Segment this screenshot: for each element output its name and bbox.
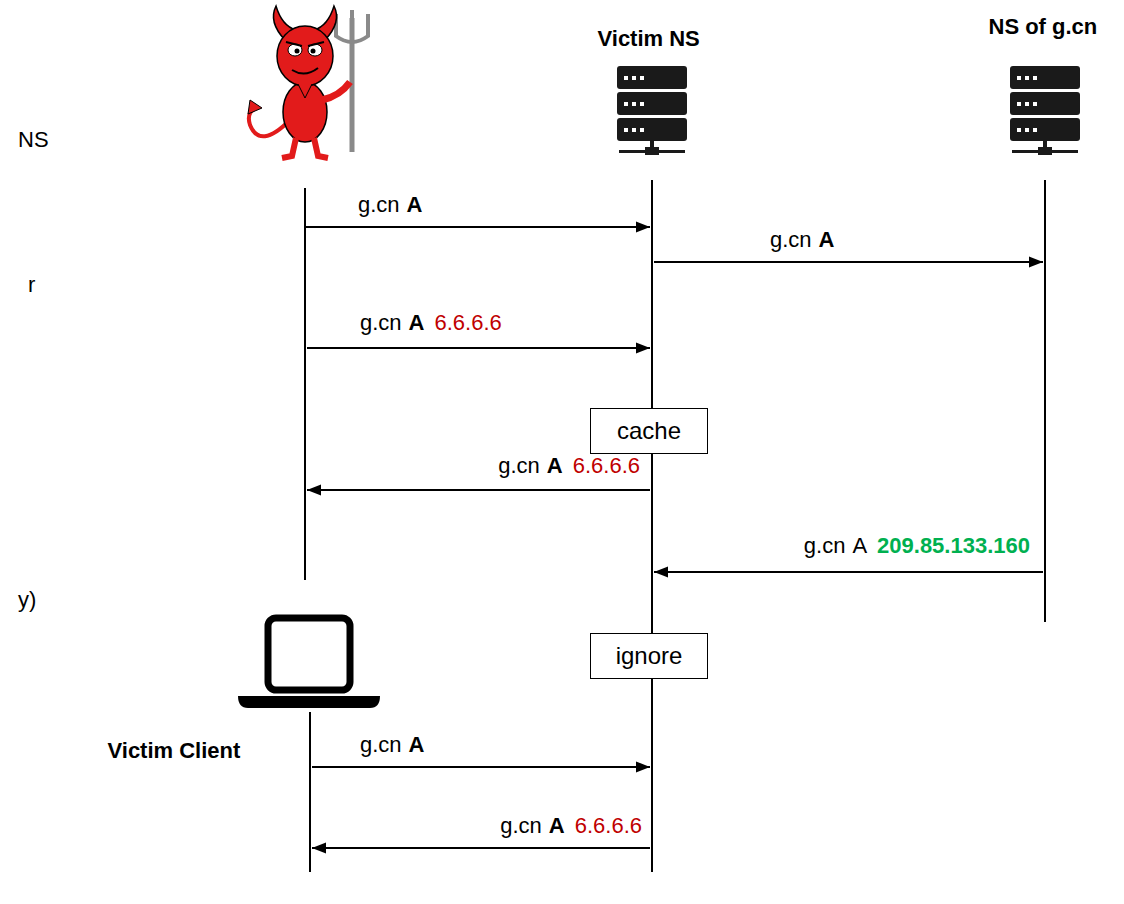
ip-address: 6.6.6.6 <box>434 310 501 336</box>
label-text: y) <box>18 587 36 613</box>
state-box: ignore <box>590 633 708 679</box>
message-label: g.cn A <box>770 227 834 253</box>
label-text: g.cn <box>360 310 402 336</box>
record-type: A <box>407 192 423 218</box>
participant-name: Victim NS <box>598 26 705 55</box>
label-text: g.cn <box>770 227 812 253</box>
message-label: g.cn A <box>358 192 422 218</box>
ip-address: 6.6.6.6 <box>575 813 642 839</box>
node-text: Victim Client <box>108 738 241 764</box>
label-text: A <box>852 533 867 559</box>
server-icon <box>1010 66 1080 155</box>
message-label: g.cn A <box>360 732 424 758</box>
message-label: g.cn A 6.6.6.6 <box>500 813 642 839</box>
message-label: g.cn A 6.6.6.6 <box>498 453 640 479</box>
participant-name: NS of g.cn <box>989 14 1102 43</box>
record-type: A <box>409 310 425 336</box>
record-type: A <box>819 227 835 253</box>
laptop-icon <box>238 618 380 708</box>
label-text: r <box>28 272 35 298</box>
label-text: g.cn <box>360 732 402 758</box>
message-arrow <box>305 227 1043 848</box>
label-text: g.cn <box>500 813 542 839</box>
cut-off-text: NS <box>18 127 49 153</box>
attacker-icon <box>248 6 368 158</box>
message-label: g.cnA 209.85.133.160 <box>804 533 1030 559</box>
label-text: g.cn <box>498 453 540 479</box>
cut-off-text: y) <box>18 587 36 613</box>
node-text: NS of g.cn <box>989 14 1098 40</box>
ip-address: 6.6.6.6 <box>573 453 640 479</box>
label-text: g.cn <box>804 533 846 559</box>
node-text: ignore <box>616 642 683 671</box>
record-type: A <box>549 813 565 839</box>
lifeline <box>305 180 1045 872</box>
ip-address: 209.85.133.160 <box>877 533 1030 559</box>
node-text: cache <box>617 417 681 446</box>
state-box: cache <box>590 408 708 454</box>
server-icon <box>617 66 687 155</box>
record-type: A <box>547 453 563 479</box>
participant-name: Victim Client <box>108 738 245 767</box>
record-type: A <box>409 732 425 758</box>
label-text: g.cn <box>358 192 400 218</box>
cut-off-text: r <box>28 272 35 298</box>
node-text: Victim NS <box>598 26 700 52</box>
label-text: NS <box>18 127 49 153</box>
message-label: g.cn A 6.6.6.6 <box>360 310 502 336</box>
